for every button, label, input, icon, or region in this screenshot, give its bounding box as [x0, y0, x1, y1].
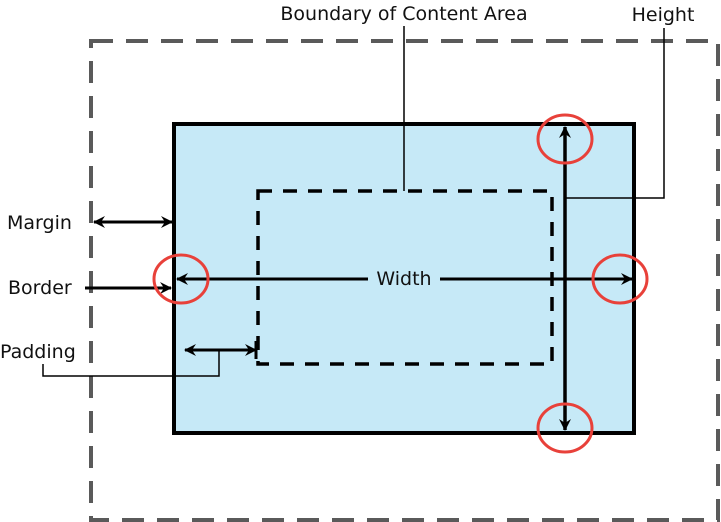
highlight-circle-bottom — [536, 402, 594, 454]
margin-label: Margin — [7, 212, 72, 234]
width-label: Width — [376, 268, 431, 290]
highlight-circle-right — [591, 253, 649, 305]
height-label: Height — [632, 4, 695, 26]
padding-label: Padding — [0, 341, 76, 363]
highlight-circle-left — [152, 253, 210, 305]
padding-leader-line — [42, 350, 220, 377]
margin-boundary — [89, 39, 720, 522]
height-leader-line — [565, 28, 665, 199]
highlight-circle-top — [536, 113, 594, 165]
border-label: Border — [8, 277, 72, 299]
boundary-label: Boundary of Content Area — [280, 3, 527, 25]
